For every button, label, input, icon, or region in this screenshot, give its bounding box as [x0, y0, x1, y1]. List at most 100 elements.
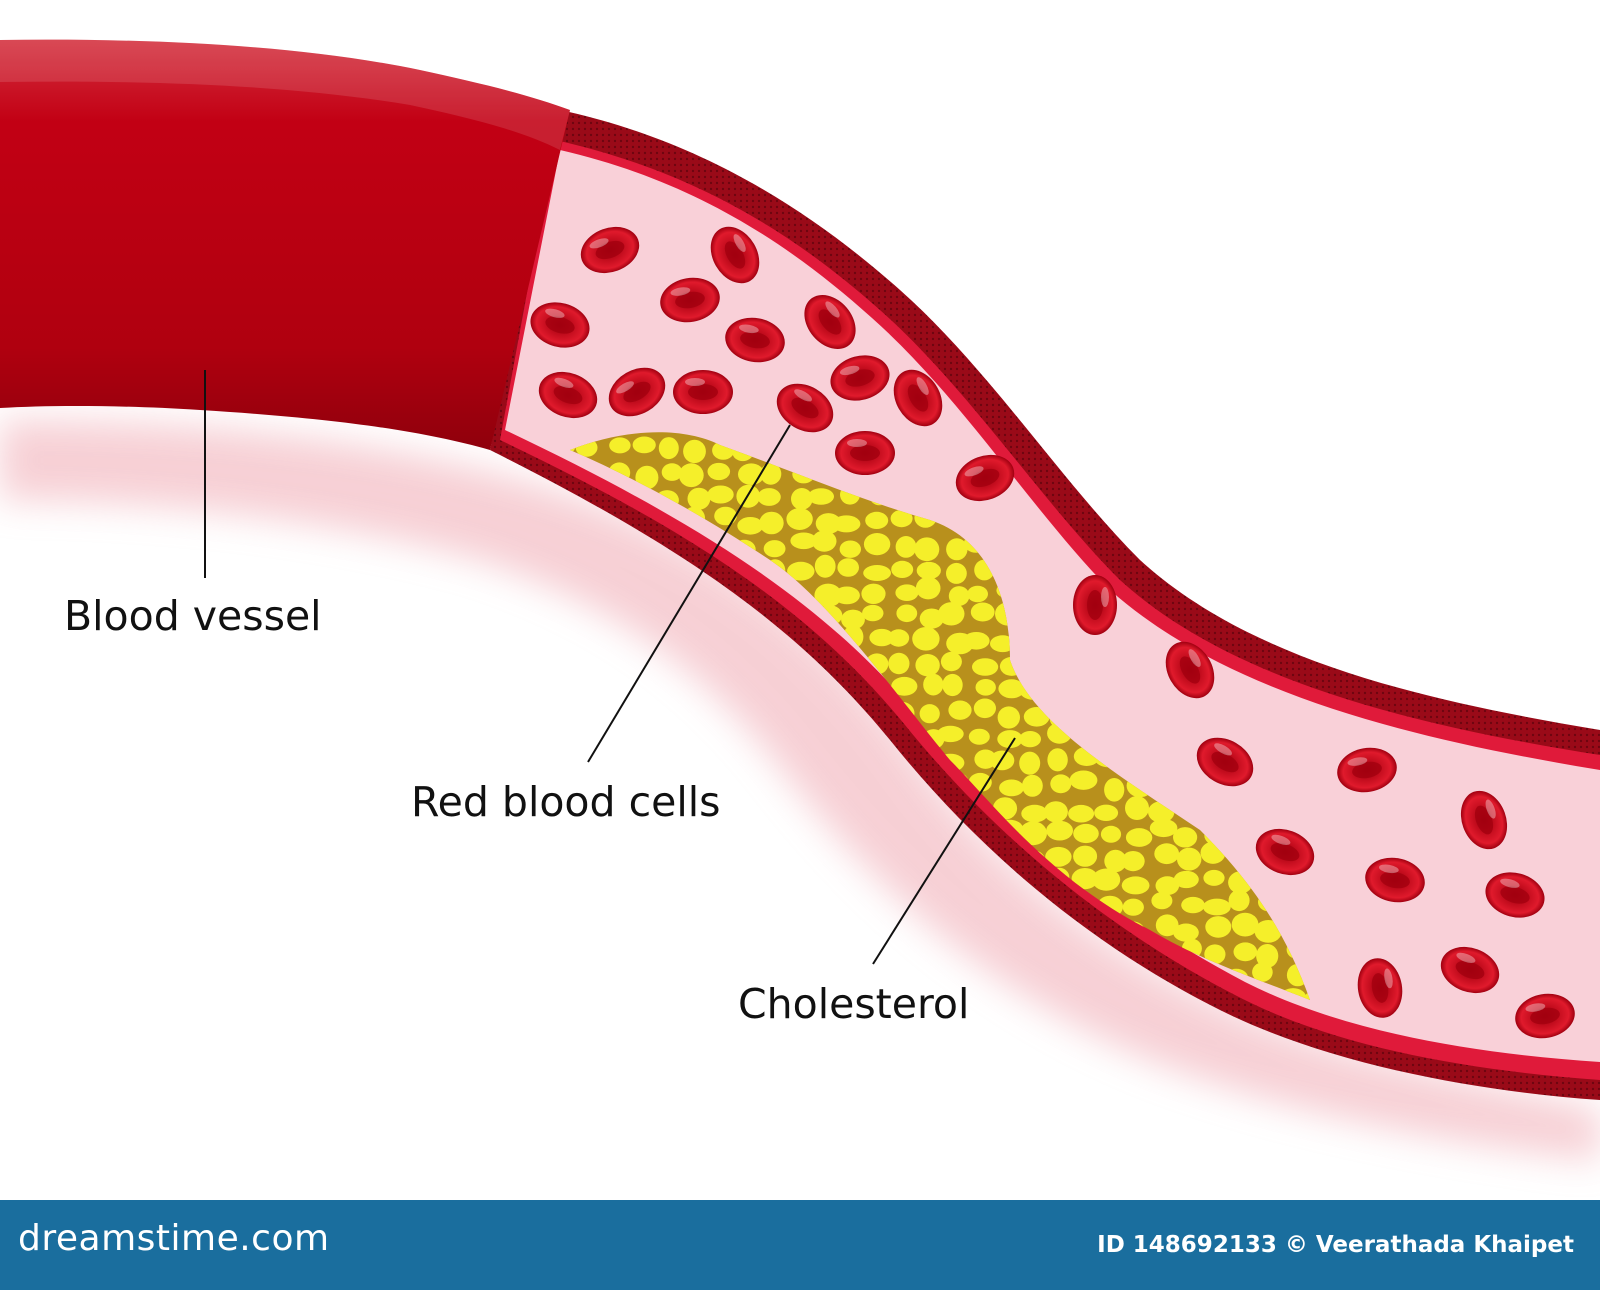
cholesterol-globule: [1122, 898, 1144, 916]
cholesterol-globule: [582, 635, 604, 654]
artery-diagram: [0, 39, 1600, 1160]
cholesterol-globule: [1045, 846, 1072, 867]
cholesterol-globule: [763, 540, 786, 558]
cholesterol-globule: [655, 733, 678, 750]
cholesterol-globule: [1153, 534, 1181, 554]
cholesterol-globule: [963, 632, 990, 650]
cholesterol-globule: [736, 849, 760, 872]
red-blood-cell: [673, 370, 733, 414]
cholesterol-globule: [1181, 896, 1205, 914]
cholesterol-globule: [789, 823, 813, 846]
cholesterol-globule: [1205, 561, 1232, 585]
cholesterol-globule: [968, 728, 990, 745]
cholesterol-globule: [1305, 580, 1310, 599]
cholesterol-globule: [570, 896, 576, 916]
cholesterol-globule: [682, 849, 707, 871]
cholesterol-globule: [704, 844, 732, 866]
cholesterol-globule: [764, 843, 788, 862]
red-blood-cells-label: Red blood cells: [411, 778, 721, 826]
cholesterol-globule: [706, 971, 729, 989]
cholesterol-globule: [869, 628, 894, 647]
cholesterol-globule: [972, 658, 999, 676]
cholesterol-globule: [570, 600, 576, 624]
cholesterol-globule: [680, 872, 702, 896]
cholesterol-globule: [1301, 486, 1310, 509]
red-blood-cell: [660, 277, 720, 323]
cholesterol-globule: [759, 511, 784, 535]
cholesterol-globule: [1203, 869, 1225, 886]
cholesterol-globule: [1019, 751, 1041, 775]
cholesterol-globule: [843, 869, 868, 888]
cholesterol-globule: [1224, 582, 1251, 601]
cholesterol-globule: [815, 513, 842, 534]
cholesterol-globule: [570, 871, 576, 892]
cholesterol-globule: [570, 701, 581, 722]
cholesterol-globule: [601, 918, 624, 940]
cholesterol-globule: [583, 699, 605, 722]
red-blood-cell: [893, 369, 943, 427]
cholesterol-globule: [1252, 962, 1273, 982]
cholesterol-globule: [785, 873, 807, 897]
cholesterol-globule: [605, 895, 626, 916]
cholesterol-globule: [1148, 443, 1174, 463]
cholesterol-globule: [1125, 796, 1149, 820]
cholesterol-globule: [1022, 774, 1043, 797]
cholesterol-globule: [633, 875, 657, 896]
cholesterol-globule: [1223, 432, 1249, 433]
cholesterol-globule: [1208, 441, 1230, 459]
cholesterol-globule: [1093, 492, 1119, 511]
cholesterol-globule: [1203, 898, 1231, 916]
cholesterol-globule: [1306, 432, 1310, 437]
cholesterol-globule: [732, 945, 759, 963]
red-blood-cell: [530, 302, 590, 348]
cholesterol-globule: [1150, 512, 1178, 535]
cholesterol-globule: [1071, 868, 1099, 890]
cholesterol-globule: [570, 723, 577, 742]
cholesterol-globule: [570, 965, 578, 986]
cholesterol-globule: [627, 945, 649, 966]
cholesterol-globule: [890, 509, 913, 528]
cholesterol-globule: [1229, 436, 1253, 457]
cholesterol-globule: [658, 437, 679, 460]
cholesterol-globule: [1047, 748, 1068, 772]
cholesterol-globule: [783, 893, 806, 916]
cholesterol-globule: [891, 676, 918, 696]
cholesterol-globule: [783, 922, 808, 943]
red-blood-cell: [608, 367, 666, 417]
cholesterol-globule: [786, 508, 813, 530]
cholesterol-globule: [837, 942, 862, 965]
cholesterol-globule: [702, 899, 730, 918]
cholesterol-globule: [1204, 944, 1226, 965]
cholesterol-globule: [605, 851, 630, 869]
cholesterol-globule: [1094, 804, 1119, 821]
red-blood-cell: [1460, 790, 1508, 850]
cholesterol-globule: [660, 942, 685, 966]
cholesterol-globule: [1251, 489, 1277, 507]
cholesterol-globule: [791, 847, 816, 868]
cholesterol-globule: [656, 987, 681, 1000]
cholesterol-globule: [631, 848, 653, 868]
cholesterol-globule: [1303, 461, 1310, 480]
cholesterol-globule: [790, 532, 817, 550]
cholesterol-globule: [678, 463, 704, 488]
cholesterol-globule: [1228, 493, 1249, 511]
cholesterol-globule: [813, 896, 841, 921]
cholesterol-globule: [1280, 607, 1309, 628]
cholesterol-leader-line: [872, 737, 1016, 965]
cholesterol-globule: [609, 943, 631, 963]
cholesterol-globule: [973, 698, 997, 719]
cholesterol-globule: [1050, 432, 1077, 440]
cholesterol-globule: [1050, 774, 1072, 794]
cholesterol-globule: [865, 511, 889, 529]
cholesterol-globule: [1172, 456, 1200, 480]
cholesterol-globule: [785, 944, 809, 968]
cholesterol-globule: [1206, 463, 1231, 488]
cholesterol-globule: [758, 871, 781, 895]
cholesterol-globule: [582, 869, 608, 889]
cholesterol-globule: [1155, 876, 1180, 896]
cholesterol-globule: [811, 530, 837, 552]
cholesterol-globule: [710, 992, 733, 1000]
cholesterol-globule: [677, 892, 705, 911]
cholesterol-globule: [1021, 804, 1048, 823]
cholesterol-globule: [1094, 464, 1118, 481]
